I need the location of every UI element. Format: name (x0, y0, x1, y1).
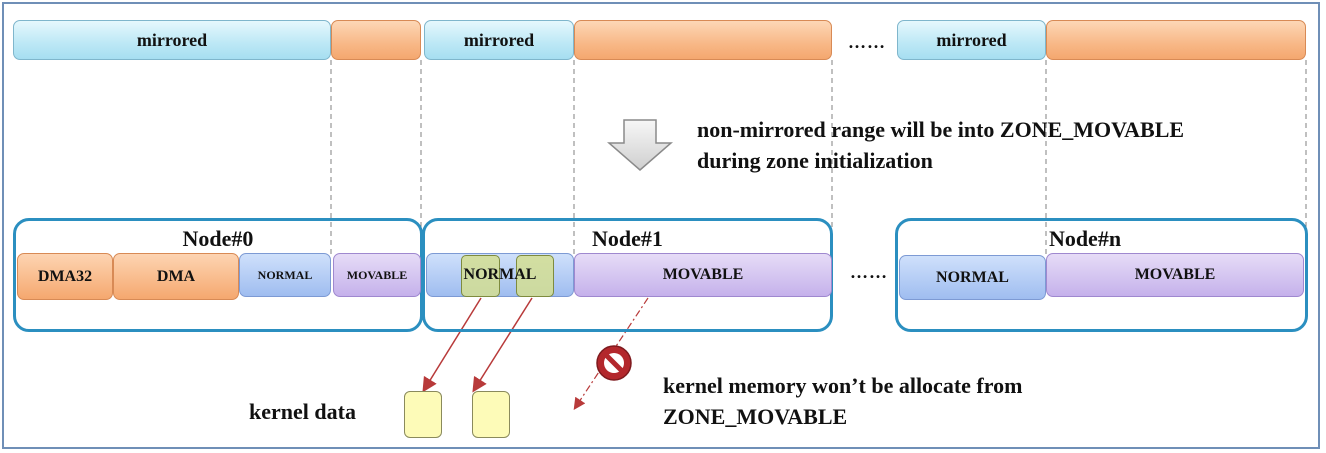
kernel-data-region-1 (461, 255, 500, 297)
node-0-title: Node#0 (182, 226, 254, 251)
down-arrow-icon (606, 119, 674, 171)
kernel-data-label: kernel data (249, 399, 356, 424)
non-mirrored-range-1 (331, 20, 421, 60)
zone-normal-node1-label: NORMAL (463, 266, 537, 283)
kernel-arrow-2 (472, 297, 533, 393)
node-n (895, 218, 1308, 332)
node-1-title: Node#1 (592, 226, 663, 251)
kernel-data-box-1 (404, 391, 442, 438)
mirrored-range-3: mirrored (897, 20, 1046, 60)
zone-normal-noden: NORMAL (899, 255, 1046, 300)
kernel-arrow-1 (422, 297, 482, 393)
kernel-data-region-2 (516, 255, 554, 297)
zone-normal-node0: NORMAL (239, 253, 331, 297)
no-entry-icon (596, 345, 632, 381)
node-ellipsis: …… (850, 262, 888, 282)
zone-dma32: DMA32 (17, 253, 113, 300)
mirrored-range-1: mirrored (13, 20, 331, 60)
non-mirrored-range-2 (574, 20, 832, 60)
node-n-title: Node#n (1048, 226, 1122, 251)
kernel-data-box-2 (472, 391, 510, 438)
note-line-2: ZONE_MOVABLE (663, 404, 848, 429)
zone-movable-noden: MOVABLE (1046, 253, 1304, 297)
dashed-guides (330, 60, 1307, 255)
non-mirrored-range-3 (1046, 20, 1306, 60)
zone-movable-node1: MOVABLE (574, 253, 832, 297)
zone-movable-node0: MOVABLE (333, 253, 421, 297)
annotation-line-2: during zone initialization (697, 148, 933, 173)
zone-dma: DMA (113, 253, 239, 300)
annotation-line-1: non-mirrored range will be into ZONE_MOV… (697, 117, 1185, 142)
mirrored-range-2: mirrored (424, 20, 574, 60)
top-ellipsis: …… (848, 32, 886, 52)
note-line-1: kernel memory won’t be allocate from (663, 373, 1023, 398)
node-0 (13, 218, 423, 332)
